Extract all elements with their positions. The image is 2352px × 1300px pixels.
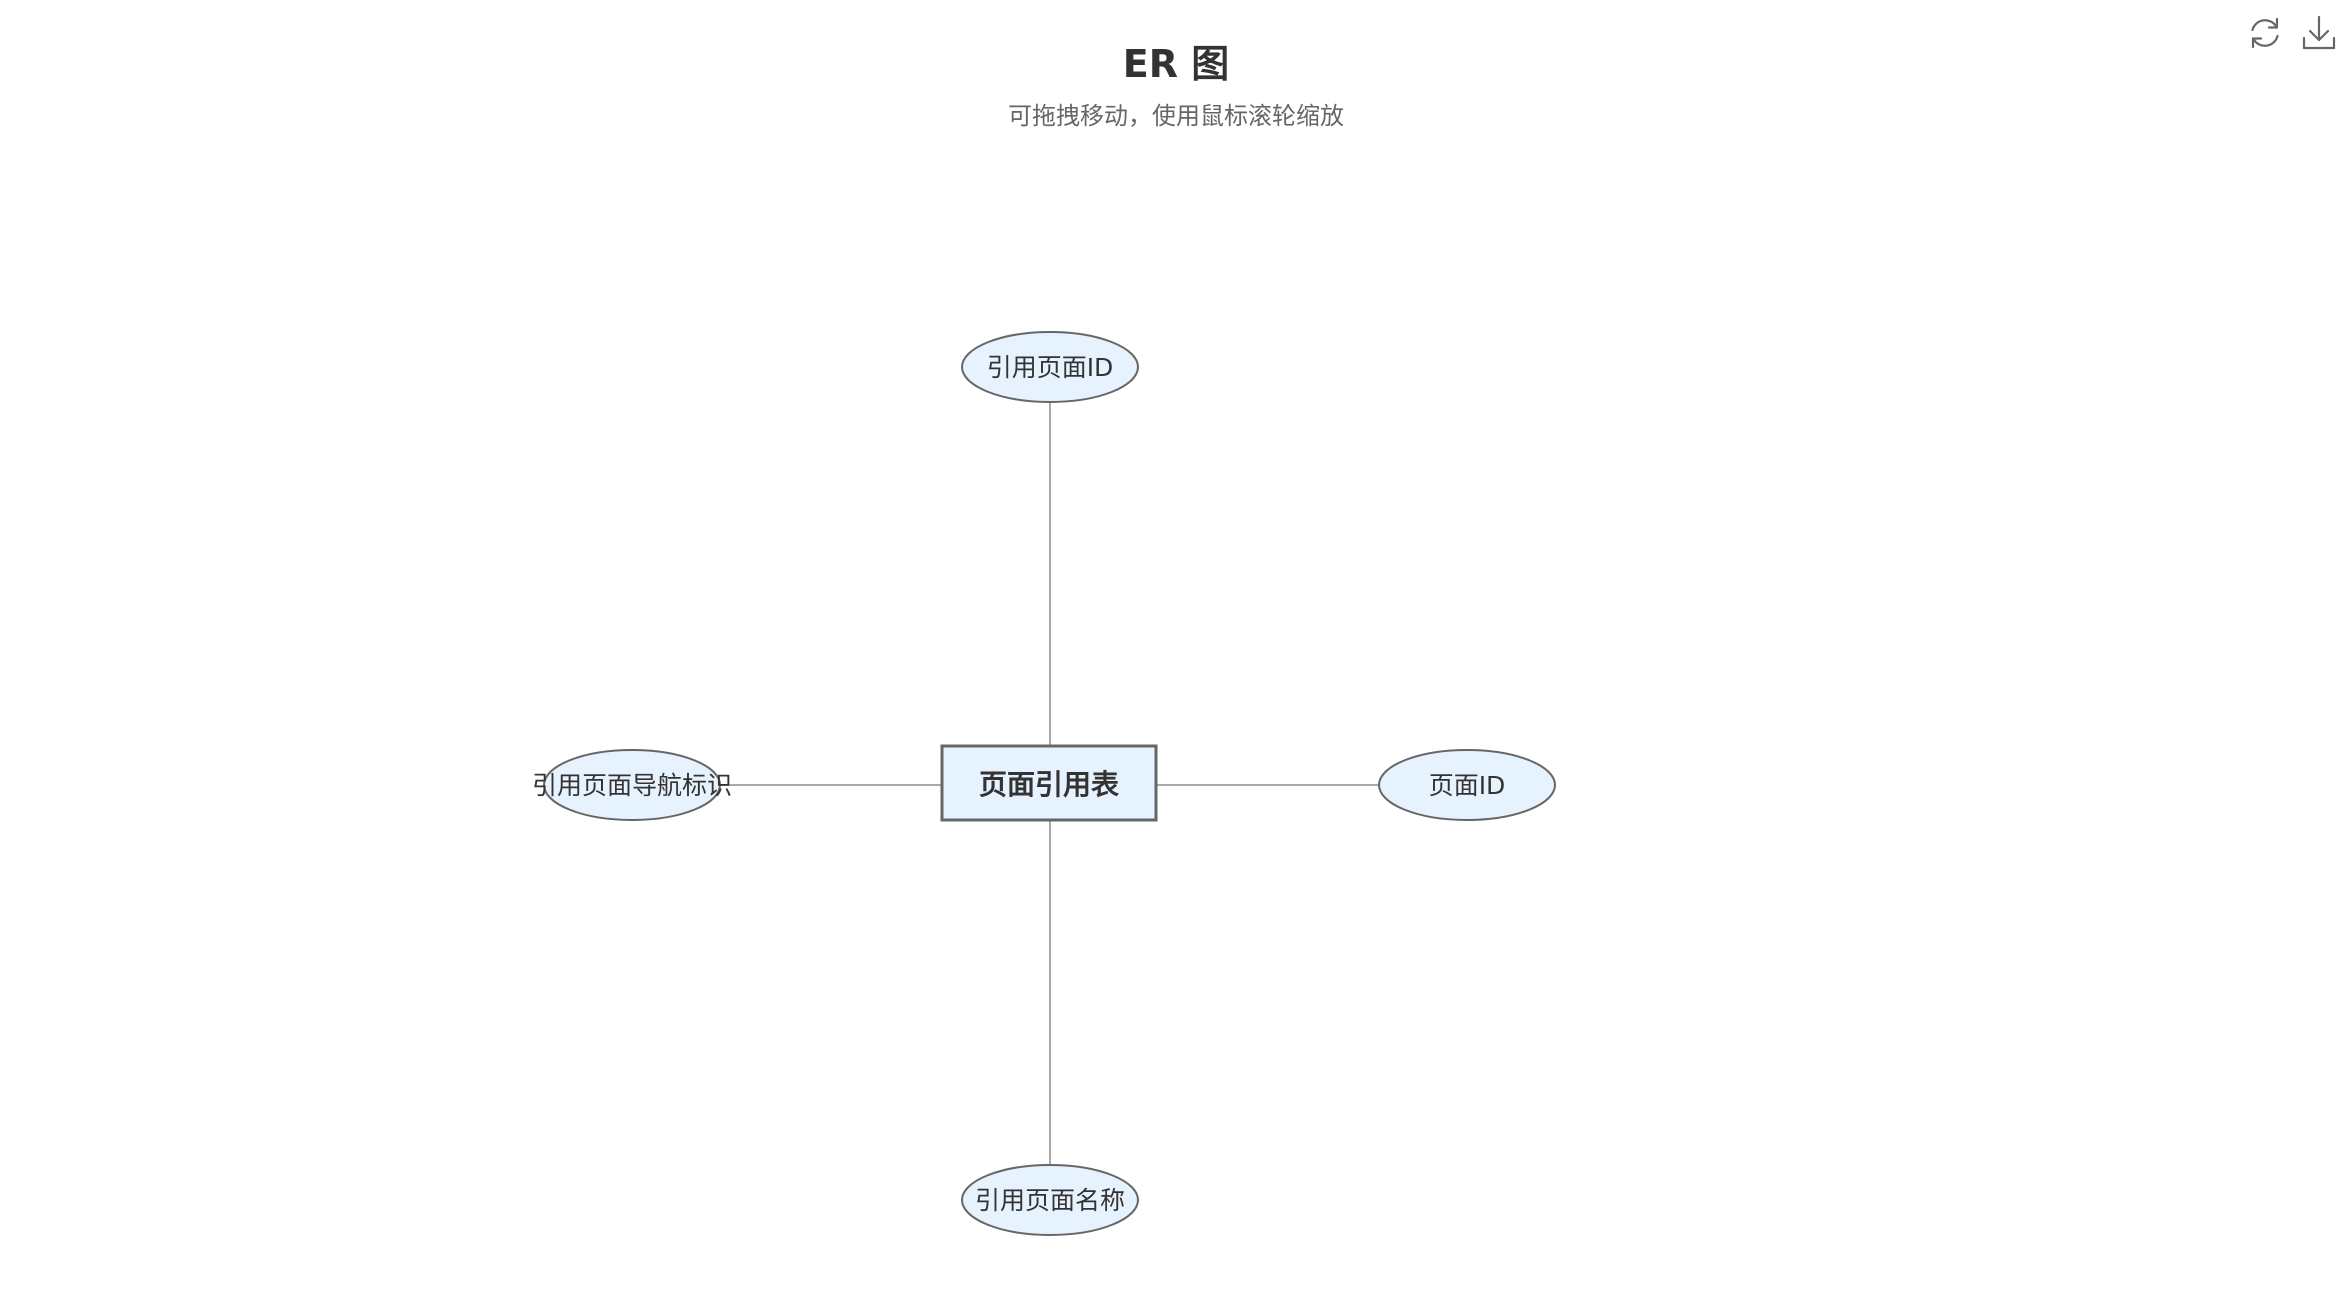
attr-node-left[interactable]: 引用页面导航标识 [532, 749, 732, 821]
download-button[interactable] [2296, 10, 2342, 56]
refresh-icon [2251, 17, 2279, 49]
chart-subtitle: 可拖拽移动，使用鼠标滚轮缩放 [1008, 102, 1344, 130]
chart-title: ER 图 [1122, 42, 1230, 86]
entity-node[interactable]: 页面引用表 [940, 744, 1158, 822]
attr-node-right-label: 页面ID [1429, 771, 1506, 800]
attr-node-bottom[interactable]: 引用页面名称 [961, 1164, 1139, 1236]
toolbox [2232, 10, 2352, 56]
attr-node-top[interactable]: 引用页面ID [961, 331, 1139, 403]
download-icon [2302, 15, 2336, 50]
entity-node-shape [940, 744, 1158, 822]
attr-node-left-shape [543, 749, 721, 821]
attr-node-right-shape [1378, 749, 1556, 821]
attr-node-left-label: 引用页面导航标识 [532, 771, 732, 800]
attr-node-right[interactable]: 页面ID [1378, 749, 1556, 821]
refresh-button[interactable] [2242, 10, 2288, 56]
attr-node-bottom-shape [961, 1164, 1139, 1236]
entity-node-label: 页面引用表 [979, 768, 1119, 801]
attr-node-top-label: 引用页面ID [987, 353, 1114, 382]
attr-node-bottom-label: 引用页面名称 [975, 1186, 1125, 1215]
attr-node-top-shape [961, 331, 1139, 403]
